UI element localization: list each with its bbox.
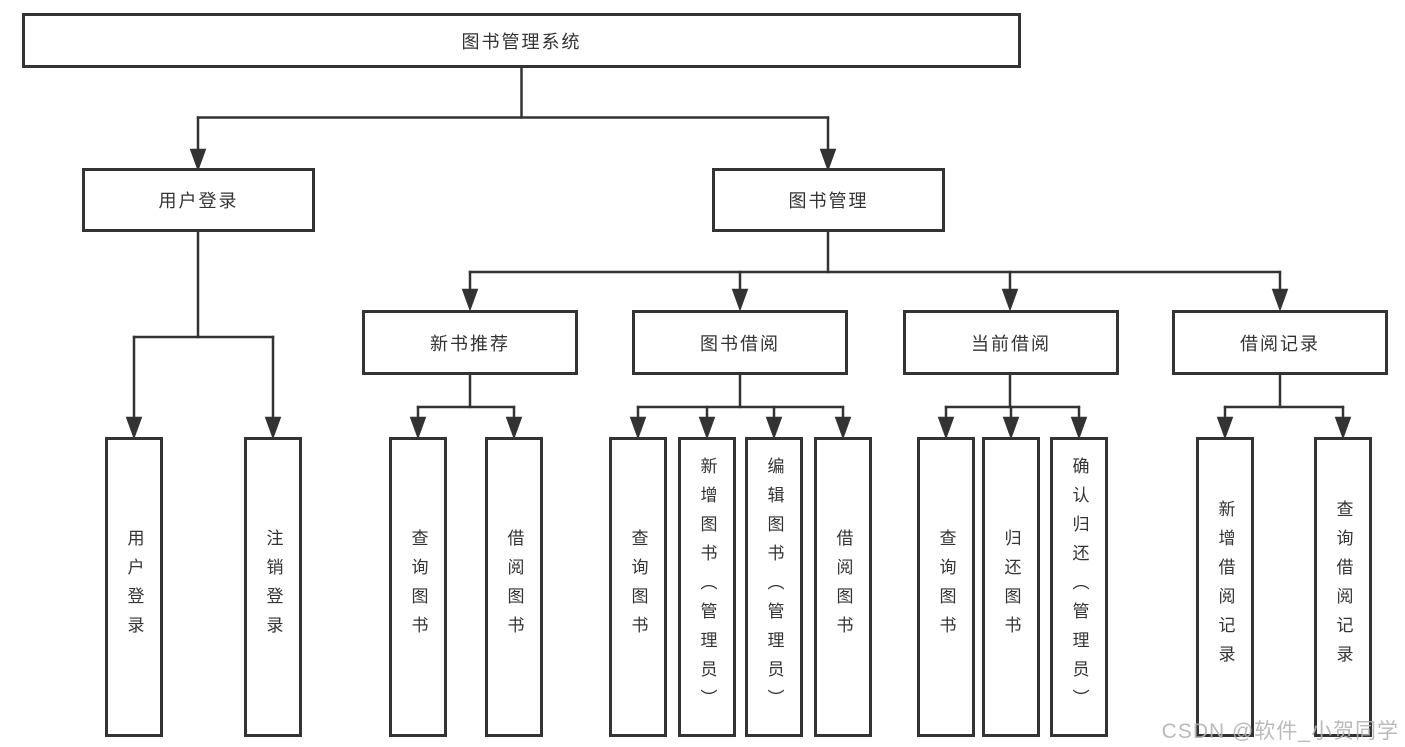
leaf-query-book-borrow: 查询图书 [609, 437, 667, 737]
leaf-query-book-current-label: 查询图书 [936, 529, 956, 645]
leaf-query-borrow-record-label: 查询借阅记录 [1333, 500, 1353, 674]
leaf-confirm-return-admin: 确认归还（管理员） [1050, 437, 1108, 737]
leaf-add-book-admin-label: 新增图书（管理员） [697, 456, 717, 718]
leaf-return-book: 归还图书 [982, 437, 1040, 737]
node-root: 图书管理系统 [22, 13, 1021, 68]
node-new-book-recommend: 新书推荐 [362, 310, 578, 375]
leaf-query-book-recommend: 查询图书 [389, 437, 447, 737]
leaf-confirm-return-admin-label: 确认归还（管理员） [1069, 456, 1089, 718]
leaf-logout-login: 注销登录 [244, 437, 302, 737]
leaf-borrow-book-label: 借阅图书 [833, 529, 853, 645]
node-borrow-record-label: 借阅记录 [1240, 333, 1320, 354]
leaf-query-book-current: 查询图书 [917, 437, 975, 737]
node-book-management: 图书管理 [712, 168, 945, 232]
leaf-query-borrow-record: 查询借阅记录 [1314, 437, 1372, 737]
leaf-add-book-admin: 新增图书（管理员） [678, 437, 736, 737]
node-current-borrow-label: 当前借阅 [971, 333, 1051, 354]
leaf-borrow-book-recommend: 借阅图书 [485, 437, 543, 737]
leaf-edit-book-admin-label: 编辑图书（管理员） [764, 456, 784, 718]
node-user-login-label: 用户登录 [158, 191, 239, 211]
leaf-edit-book-admin: 编辑图书（管理员） [745, 437, 803, 737]
node-borrow-record: 借阅记录 [1172, 310, 1388, 375]
leaf-return-book-label: 归还图书 [1001, 529, 1021, 645]
leaf-user-login: 用户登录 [105, 437, 163, 737]
leaf-query-book-recommend-label: 查询图书 [408, 529, 428, 645]
leaf-add-borrow-record: 新增借阅记录 [1196, 437, 1254, 737]
node-book-borrow: 图书借阅 [632, 310, 848, 375]
node-root-label: 图书管理系统 [461, 31, 582, 52]
leaf-add-borrow-record-label: 新增借阅记录 [1215, 500, 1235, 674]
node-book-borrow-label: 图书借阅 [700, 333, 780, 354]
leaf-query-book-borrow-label: 查询图书 [628, 529, 648, 645]
node-current-borrow: 当前借阅 [903, 310, 1119, 375]
leaf-borrow-book-recommend-label: 借阅图书 [504, 529, 524, 645]
leaf-logout-login-label: 注销登录 [263, 529, 283, 645]
leaf-user-login-label: 用户登录 [124, 529, 144, 645]
node-new-book-recommend-label: 新书推荐 [430, 333, 510, 354]
node-user-login: 用户登录 [82, 168, 315, 232]
node-book-management-label: 图书管理 [788, 191, 869, 211]
leaf-borrow-book: 借阅图书 [814, 437, 872, 737]
